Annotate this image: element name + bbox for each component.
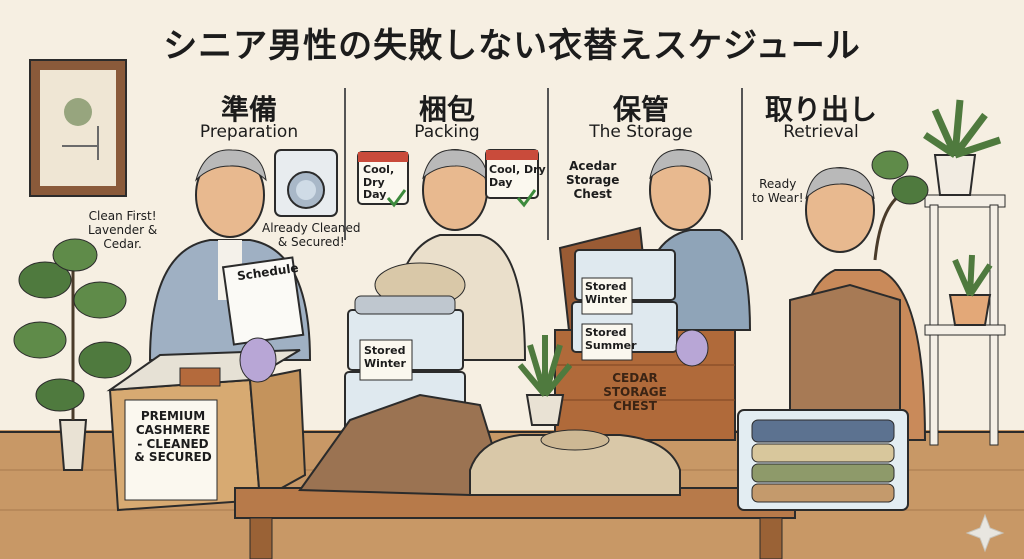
page-title: シニア男性の失敗しない衣替えスケジュール [163, 26, 861, 66]
step-3-en: The Storage [589, 122, 693, 142]
small-plant [517, 335, 573, 426]
step-1-jp: 準備 [220, 93, 277, 126]
acedar-chest-label: Acedar Storage Chest [566, 159, 620, 201]
step-2-en: Packing [414, 122, 480, 142]
cedar-storage-chest [554, 226, 736, 441]
cedar-chest-label: CEDAR STORAGE CHEST [603, 371, 667, 413]
clean-first-label: Clean First! Lavender & Cedar. [88, 209, 158, 251]
washing-machine-icon [274, 149, 338, 217]
cool-dry-left-label: Cool, Dry Day [363, 163, 395, 202]
step-1-en: Preparation [199, 122, 299, 142]
already-cleaned-label: Already Cleaned & Secured! [262, 221, 361, 249]
man-retrieval [788, 167, 927, 441]
stored-winter-packing-label: Stored Winter [364, 344, 406, 370]
fiddle-leaf-plant [13, 238, 132, 471]
schedule-clipboard [221, 256, 305, 346]
wooden-table [234, 393, 796, 559]
man-preparation [148, 149, 312, 361]
step-3-jp: 保管 [612, 93, 669, 126]
step-4-en: Retrieval [783, 122, 859, 142]
held-jacket [789, 283, 901, 431]
cool-dry-right-label: Cool, Dry Day [489, 163, 546, 189]
step-4-jp: 取り出し [764, 93, 877, 126]
calendar-icon [357, 149, 539, 208]
framed-picture [29, 59, 127, 197]
stored-winter-storage-label: Stored Winter [585, 280, 627, 306]
ready-to-wear-label: Ready to Wear! [752, 177, 804, 205]
step-2-jp: 梱包 [418, 93, 475, 126]
stored-summer-label: Stored Summer [585, 326, 637, 352]
premium-box-label: PREMIUM CASHMERE - CLEANED & SECURED [134, 409, 212, 465]
premium-cashmere-box [106, 337, 307, 512]
sparkle-icon [965, 513, 1005, 553]
folded-sweater [469, 434, 681, 496]
plant-stand [871, 99, 1006, 446]
clear-storage-bin [737, 409, 909, 511]
checkmark-icon [386, 189, 407, 208]
